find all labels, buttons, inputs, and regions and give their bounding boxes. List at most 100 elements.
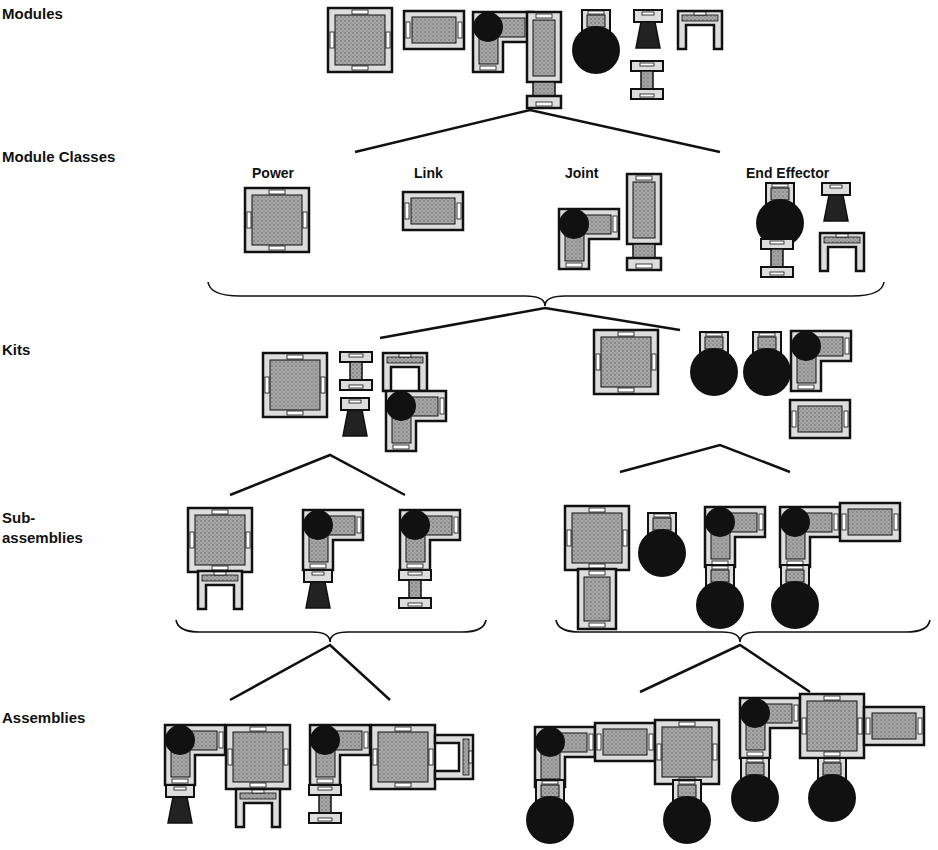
module-part: [527, 96, 561, 108]
module-part: [824, 696, 840, 700]
module-part: [791, 331, 821, 361]
module-part: [770, 241, 784, 244]
module-power: [565, 506, 629, 570]
module-part: [640, 94, 654, 97]
module-part: [705, 507, 735, 537]
module-part: [536, 102, 552, 106]
module-part: [303, 212, 307, 228]
module-part: [252, 195, 302, 245]
module-part: [824, 752, 840, 756]
module-part: [303, 510, 333, 540]
module-ball: [572, 10, 620, 74]
module-part: [655, 720, 719, 784]
module-part: [245, 188, 309, 252]
row-label: Assemblies: [2, 708, 85, 728]
module-part: [198, 571, 242, 609]
module-part: [792, 411, 796, 427]
module-part: [740, 698, 770, 728]
module-part: [780, 507, 810, 537]
module-power: [594, 330, 658, 394]
module-part: [212, 566, 228, 570]
module-part: [845, 338, 849, 354]
module-fork: [383, 353, 427, 391]
module-elbow: [400, 510, 460, 570]
module-part: [386, 391, 446, 451]
module-prism: [627, 174, 661, 270]
module-part: [386, 32, 390, 48]
module-part: [309, 785, 341, 795]
module-part: [572, 513, 622, 563]
module-part: [349, 400, 361, 403]
module-part: [469, 751, 472, 763]
module-part: [559, 209, 619, 269]
module-part: [596, 354, 600, 370]
module-part: [343, 410, 367, 436]
module-part: [310, 725, 340, 755]
module-part: [393, 445, 409, 449]
module-part: [533, 82, 555, 96]
module-part: [840, 503, 900, 541]
module-part: [335, 15, 385, 65]
module-ball: [638, 513, 686, 577]
module-part: [712, 566, 728, 569]
module-part: [589, 564, 605, 568]
module-part: [400, 510, 430, 540]
module-part: [706, 333, 722, 336]
module-part: [623, 530, 627, 546]
module-part: [761, 267, 793, 277]
module-part: [780, 507, 840, 567]
module-part: [304, 570, 332, 582]
module-ball: [690, 332, 738, 396]
module-part: [349, 354, 363, 357]
module-part: [848, 509, 892, 535]
module-part: [412, 17, 456, 43]
module-part: [473, 12, 533, 72]
module-part: [395, 783, 411, 787]
module-part: [572, 26, 620, 74]
module-part: [587, 15, 605, 27]
module-part: [642, 12, 654, 15]
tree-line: [620, 445, 790, 472]
module-part: [824, 759, 840, 762]
module-part: [794, 705, 798, 721]
module-part: [758, 337, 776, 349]
module-ball: [696, 565, 744, 629]
module-part: [633, 244, 655, 258]
module-part: [627, 258, 661, 270]
module-part: [589, 508, 605, 512]
module-part: [824, 195, 848, 221]
module-part: [747, 759, 763, 762]
module-part: [165, 725, 195, 755]
module-part: [618, 388, 634, 392]
module-ibeam: [399, 570, 431, 608]
module-part: [820, 233, 864, 271]
module-ball: [808, 758, 856, 822]
module-part: [864, 707, 924, 745]
module-fork: [435, 735, 473, 779]
module-link: [840, 503, 900, 541]
module-part: [480, 66, 496, 70]
module-part: [657, 744, 661, 760]
module-part: [473, 12, 503, 42]
module-part: [312, 572, 324, 575]
module-part: [303, 510, 363, 570]
module-part: [824, 237, 860, 243]
class-label: Power: [252, 164, 294, 183]
module-part: [263, 353, 327, 417]
module-ball: [756, 183, 804, 247]
module-part: [696, 581, 744, 629]
module-ibeam: [309, 785, 341, 823]
module-part: [798, 406, 842, 432]
module-part: [226, 725, 290, 789]
module-part: [589, 571, 605, 575]
module-part: [636, 22, 660, 48]
module-elbow: [386, 391, 446, 451]
module-part: [349, 385, 363, 388]
module-part: [759, 514, 763, 530]
module-fork: [236, 789, 280, 827]
row-label: Sub- assemblies: [2, 508, 94, 549]
module-part: [566, 263, 582, 267]
module-part: [678, 11, 722, 49]
module-part: [247, 212, 251, 228]
module-part: [188, 508, 252, 572]
